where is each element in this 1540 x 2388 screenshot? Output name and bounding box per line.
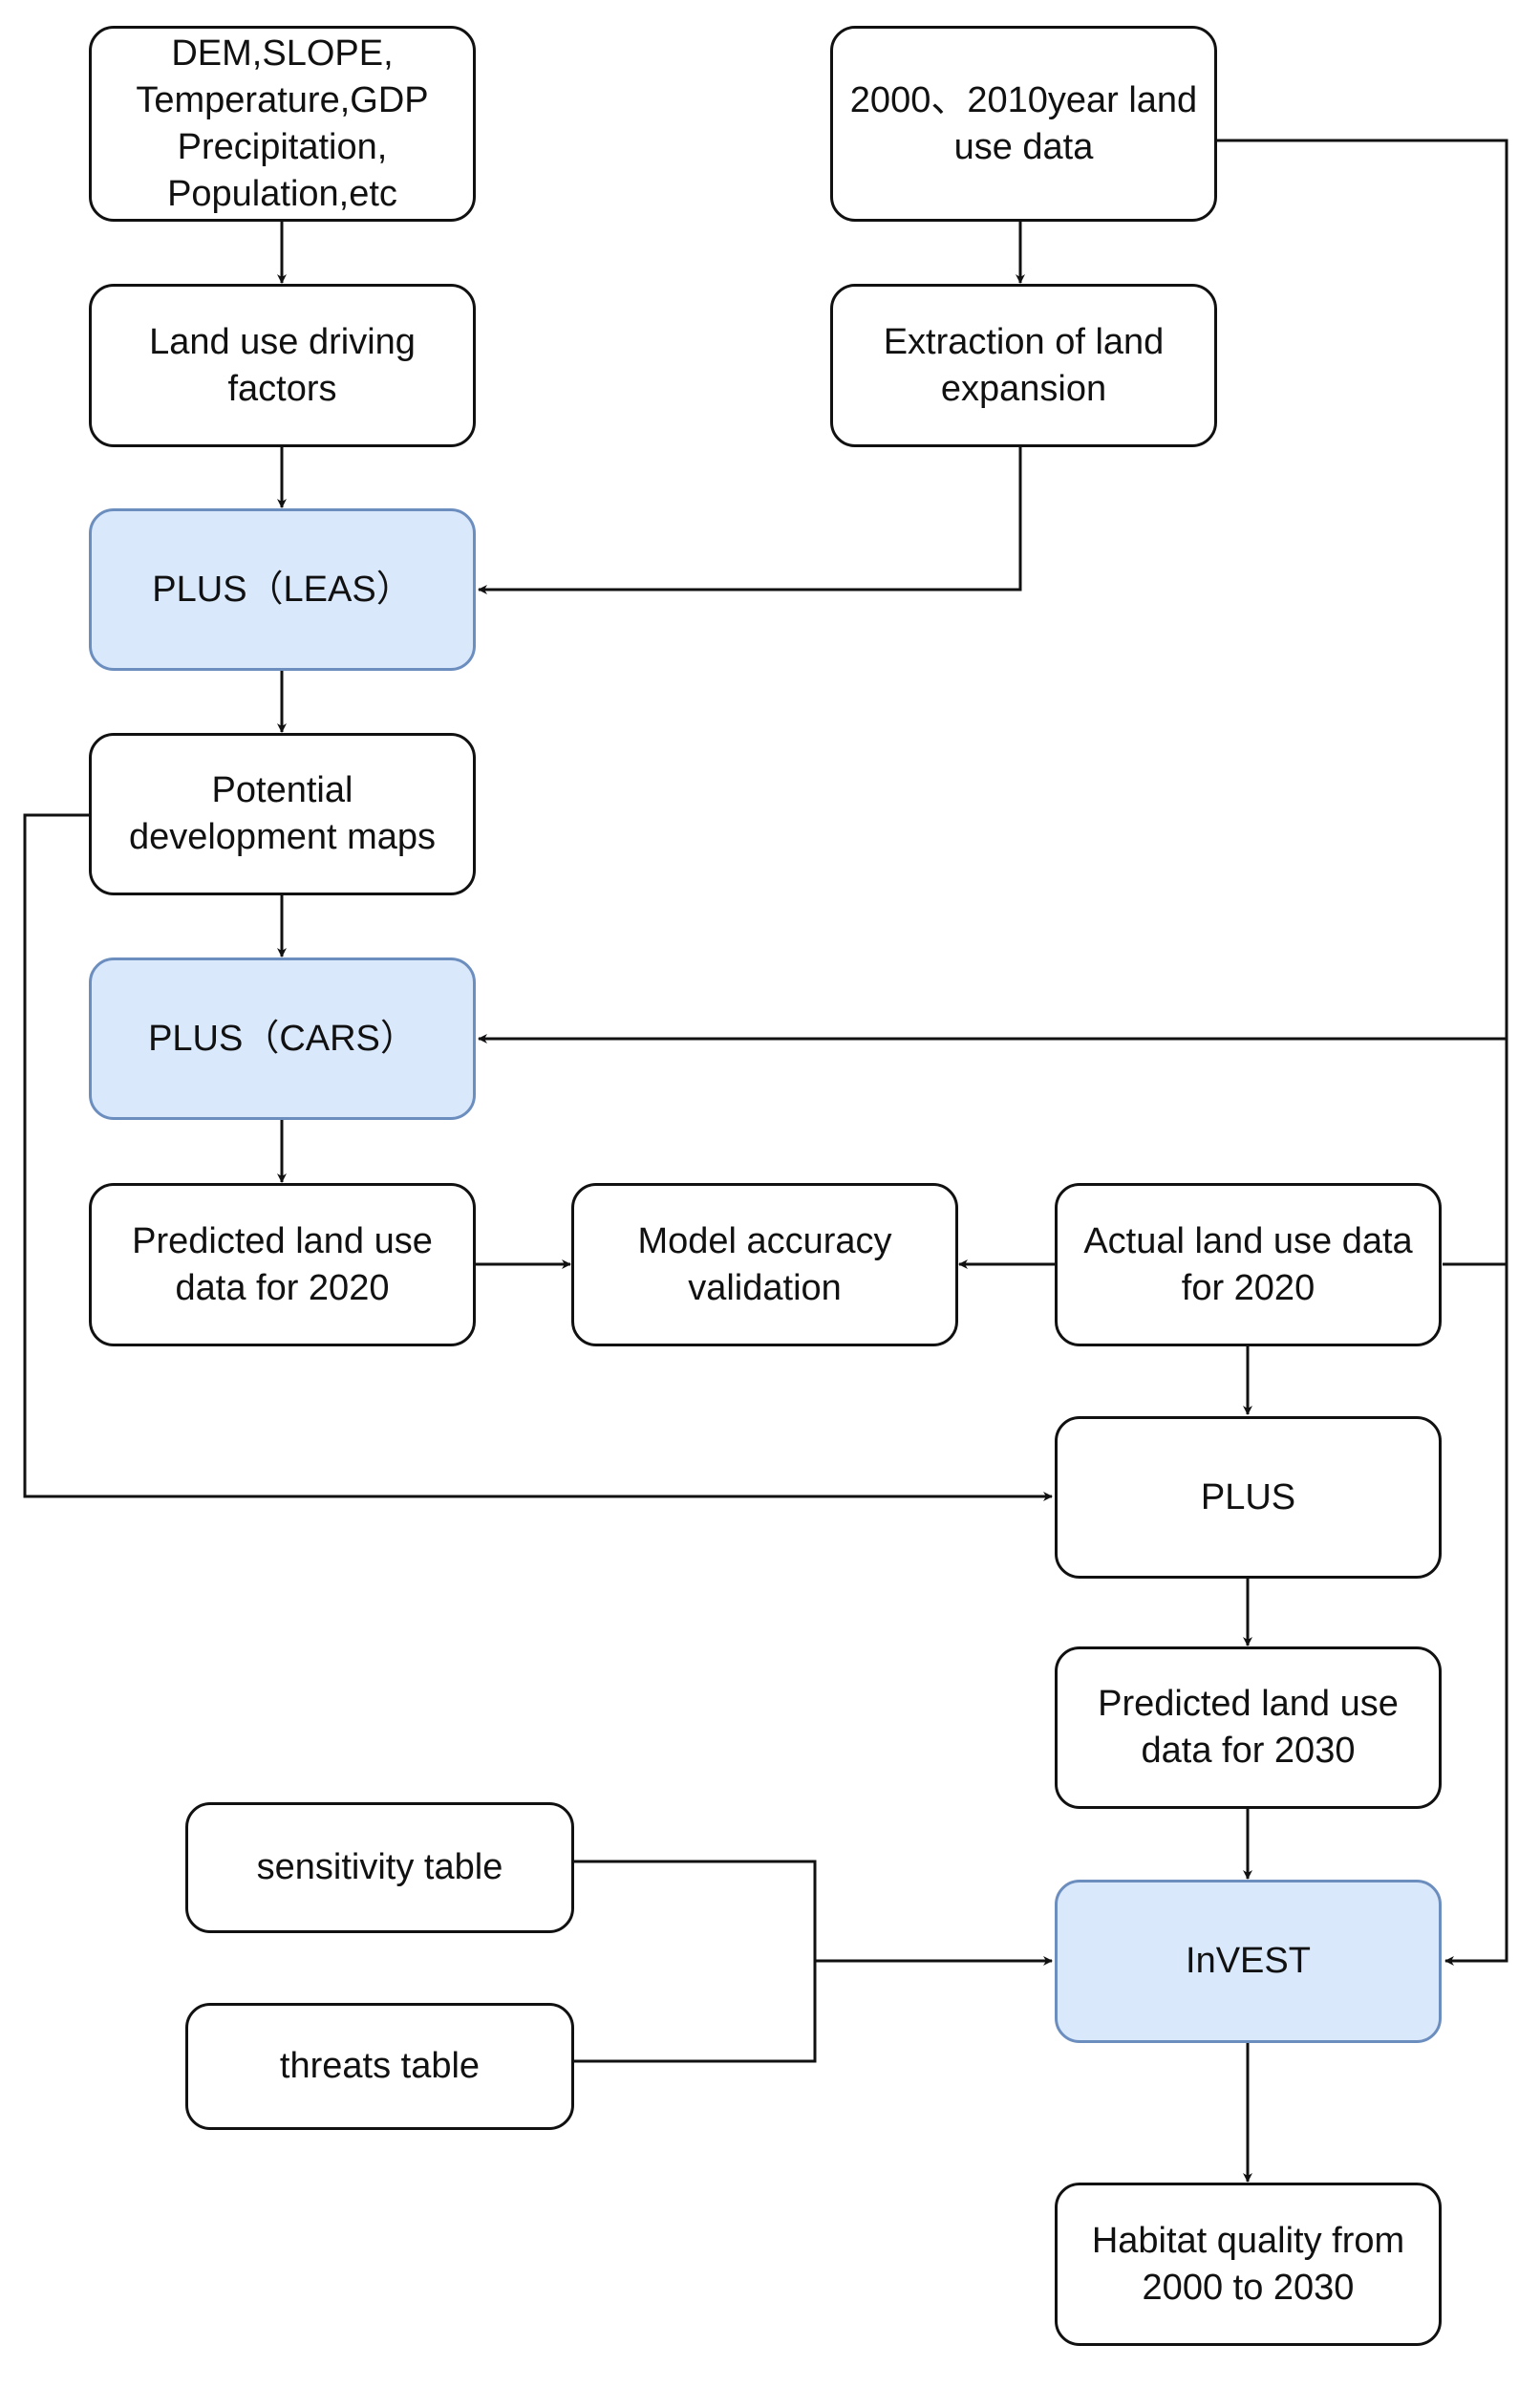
plus-cars-label: PLUS（CARS） xyxy=(148,1018,417,1059)
line-land-use-right-trunk xyxy=(1217,139,1508,1266)
actual-2020-label: Actual land use data for 2020 xyxy=(1083,1220,1413,1308)
arrow-tables-to-invest xyxy=(574,1860,1052,2063)
predicted-2020-node: Predicted land use data for 2020 xyxy=(89,1183,476,1346)
threats-table-node: threats table xyxy=(185,2003,574,2130)
plus-node: PLUS xyxy=(1055,1416,1442,1579)
potential-maps-label: Potential development maps xyxy=(128,770,437,857)
extraction-node: Extraction of land expansion xyxy=(830,284,1217,447)
model-validation-label: Model accuracy validation xyxy=(637,1220,892,1308)
extraction-label: Extraction of land expansion xyxy=(883,321,1165,409)
habitat-quality-label: Habitat quality from 2000 to 2030 xyxy=(1091,2220,1405,2308)
plus-cars-node: PLUS（CARS） xyxy=(89,957,476,1120)
model-validation-node: Model accuracy validation xyxy=(571,1183,958,1346)
sensitivity-table-node: sensitivity table xyxy=(185,1802,574,1933)
invest-label: InVEST xyxy=(1186,1941,1311,1981)
driving-factors-node: Land use driving factors xyxy=(89,284,476,447)
land-use-data-node: 2000、2010year land use data xyxy=(830,26,1217,222)
sensitivity-table-label: sensitivity table xyxy=(256,1847,503,1887)
plus-leas-node: PLUS（LEAS） xyxy=(89,508,476,671)
habitat-quality-node: Habitat quality from 2000 to 2030 xyxy=(1055,2183,1442,2346)
threats-table-label: threats table xyxy=(279,2046,481,2086)
driving-factors-label: Land use driving factors xyxy=(149,321,416,409)
actual-2020-node: Actual land use data for 2020 xyxy=(1055,1183,1442,1346)
invest-node: InVEST xyxy=(1055,1880,1442,2043)
arrow-trunk-to-invest xyxy=(1444,1264,1508,1966)
predicted-2030-node: Predicted land use data for 2030 xyxy=(1055,1646,1442,1809)
plus-label: PLUS xyxy=(1200,1476,1296,1517)
arrow-extraction-to-leas xyxy=(478,447,1022,594)
land-use-data-label: 2000、2010year land use data xyxy=(849,79,1198,167)
potential-maps-node: Potential development maps xyxy=(89,733,476,895)
predicted-2030-label: Predicted land use data for 2030 xyxy=(1098,1684,1399,1771)
plus-leas-label: PLUS（LEAS） xyxy=(152,569,413,610)
factors-label: DEM,SLOPE, Temperature,GDP Precipitation… xyxy=(136,32,429,214)
factors-node: DEM,SLOPE, Temperature,GDP Precipitation… xyxy=(89,26,476,222)
arrow-potential-to-plus xyxy=(23,813,1053,1501)
predicted-2020-label: Predicted land use data for 2020 xyxy=(132,1220,433,1308)
